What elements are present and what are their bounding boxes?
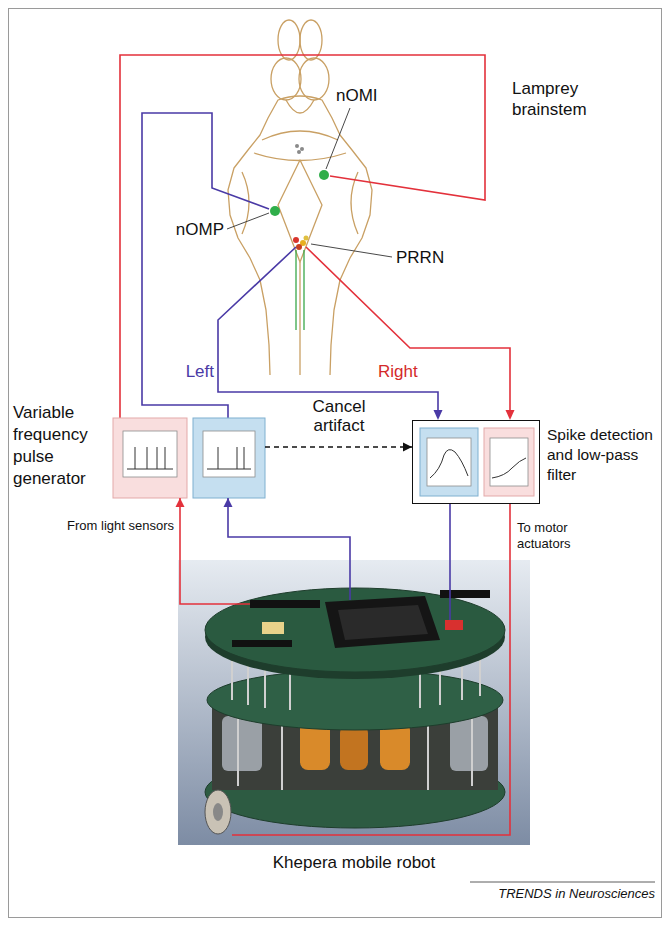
side-label: Left xyxy=(178,362,214,382)
photo-caption: Khepera mobile robot xyxy=(178,853,530,873)
recording-wire xyxy=(218,247,438,412)
robot-photo xyxy=(445,620,463,630)
nucleus-dot xyxy=(304,236,309,241)
pulse-generator: Variable frequency pulse generator xyxy=(113,418,265,498)
brainstem-outline xyxy=(299,58,329,100)
robot-photo xyxy=(232,640,292,647)
part-label: Lamprey brainstem xyxy=(512,78,612,120)
stimulation-wire xyxy=(120,55,485,418)
pulse-generator-box xyxy=(203,431,255,477)
connector xyxy=(176,498,185,560)
brainstem-outline xyxy=(242,172,249,234)
robot-photo xyxy=(440,590,490,598)
connector-line xyxy=(509,504,511,560)
robot-photo xyxy=(178,560,530,845)
robot-photo xyxy=(262,622,284,634)
brainstem-outline xyxy=(278,20,300,60)
robot-photo xyxy=(205,790,231,834)
nucleus-label: nOMP xyxy=(170,220,224,240)
side-label: Right xyxy=(378,362,418,382)
journal-mark: TRENDS in Neurosciences xyxy=(455,886,655,902)
connector-line xyxy=(449,504,451,560)
connector xyxy=(510,504,511,560)
stimulation-wire xyxy=(120,55,485,418)
robot-photo xyxy=(178,560,530,845)
nucleus-dot xyxy=(295,144,299,148)
connector-label: From light sensors xyxy=(58,518,174,534)
spinal-projection xyxy=(296,250,304,330)
journal-rule xyxy=(470,882,655,883)
robot-photo xyxy=(349,560,351,600)
robot-photo xyxy=(325,596,440,648)
recording-arrowhead xyxy=(434,410,515,420)
brainstem-outline xyxy=(278,160,322,262)
robot-photo xyxy=(450,716,488,771)
filter-box xyxy=(492,458,526,478)
robot-photo xyxy=(180,560,250,604)
nucleus-label: PRRN xyxy=(396,248,444,268)
recording-arrowhead xyxy=(506,410,515,420)
brainstem-outline xyxy=(262,131,338,140)
robot-photo xyxy=(205,588,505,672)
nucleus-dot xyxy=(270,206,280,216)
brainstem-outline xyxy=(228,20,372,375)
brainstem-outline xyxy=(286,100,314,113)
robot-photo xyxy=(250,600,320,608)
connector-label: To motor actuators xyxy=(517,520,593,552)
robot-photo xyxy=(338,605,428,640)
nucleus-dot xyxy=(319,170,329,180)
stimulation-wire xyxy=(142,113,269,418)
nucleus-dot xyxy=(293,237,299,243)
robot-photo xyxy=(213,803,223,821)
connector-line xyxy=(265,446,412,448)
brainstem-outline xyxy=(351,172,358,234)
filter-unit: Spike detection and low-pass filter xyxy=(412,420,540,504)
recording-arrowhead xyxy=(434,410,443,420)
robot-photo xyxy=(449,560,451,620)
pulse-generator-box xyxy=(123,431,177,477)
nucleus-dot xyxy=(297,150,301,154)
recording-wire xyxy=(218,247,510,412)
filter-box xyxy=(484,428,534,496)
arrowhead xyxy=(176,498,185,507)
robot-frame: Khepera mobile robot xyxy=(178,560,530,845)
arrowhead xyxy=(403,443,412,452)
pulse-generator-box xyxy=(127,447,173,469)
nucleus-dot xyxy=(270,144,329,250)
connector-line xyxy=(179,498,181,560)
brainstem-outline xyxy=(228,96,372,375)
pulse-generator-box xyxy=(193,418,265,498)
robot-photo xyxy=(340,725,368,770)
block-label: Spike detection and low-pass filter xyxy=(547,425,659,485)
arrowhead xyxy=(224,498,233,507)
filter-box xyxy=(420,428,478,496)
figure-frame xyxy=(9,9,662,918)
pulse-generator-box xyxy=(113,418,187,498)
filter-box xyxy=(430,450,468,478)
connector xyxy=(224,498,351,560)
connector xyxy=(265,443,412,452)
robot-photo xyxy=(232,560,510,835)
nucleus-dot xyxy=(296,244,302,250)
recording-wire xyxy=(306,247,510,412)
robot-photo xyxy=(222,716,262,771)
block-label: Variable frequency pulse generator xyxy=(13,402,108,490)
brainstem-outline xyxy=(299,262,300,375)
pulse-generator-box xyxy=(207,447,251,469)
spinal-projection xyxy=(296,250,304,330)
filter-box xyxy=(420,428,534,496)
pulse-generator-box xyxy=(113,418,265,498)
connector-line xyxy=(228,498,350,560)
brainstem-outline xyxy=(271,58,301,100)
brainstem-outline xyxy=(300,20,322,60)
connector xyxy=(450,504,451,560)
nucleus-label: nOMI xyxy=(336,86,378,106)
nucleus-dot xyxy=(300,147,304,151)
filter-box xyxy=(490,438,528,486)
filter-box xyxy=(427,438,471,486)
connector-label: Cancel artifact xyxy=(303,397,375,435)
